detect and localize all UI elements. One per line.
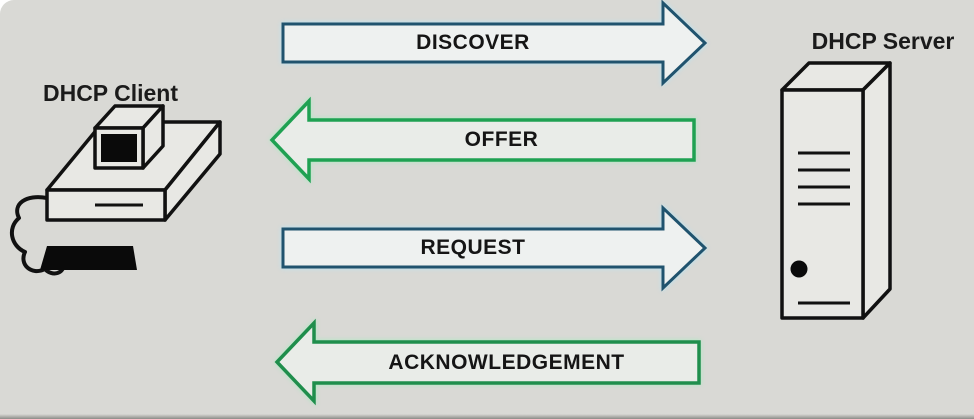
server-tower-icon (780, 61, 892, 320)
request-arrow-shape (281, 204, 708, 292)
desktop-computer-icon (9, 104, 222, 276)
dhcp-client-label: DHCP Client (42, 80, 179, 106)
acknowledgement-arrow-shape (274, 318, 701, 406)
offer-arrow-shape (269, 96, 696, 184)
acknowledgement-arrow-icon (274, 318, 701, 406)
discover-arrow-shape (281, 0, 708, 87)
cable-line (9, 195, 66, 276)
server-side-face (861, 61, 892, 320)
request-arrow-label: REQUEST (420, 236, 526, 259)
discover-arrow-icon (281, 0, 708, 87)
offer-arrow-icon (269, 96, 696, 184)
cube-screen (101, 134, 137, 162)
computer-base-shadow (40, 246, 137, 270)
dhcp-server-label: DHCP Server (811, 28, 955, 54)
request-arrow-icon (281, 204, 708, 292)
offer-arrow-label: OFFER (464, 128, 539, 151)
acknowledgement-arrow-label: ACKNOWLEDGEMENT (388, 350, 625, 374)
server-power-button (790, 260, 808, 278)
discover-arrow-label: DISCOVER (416, 31, 530, 54)
